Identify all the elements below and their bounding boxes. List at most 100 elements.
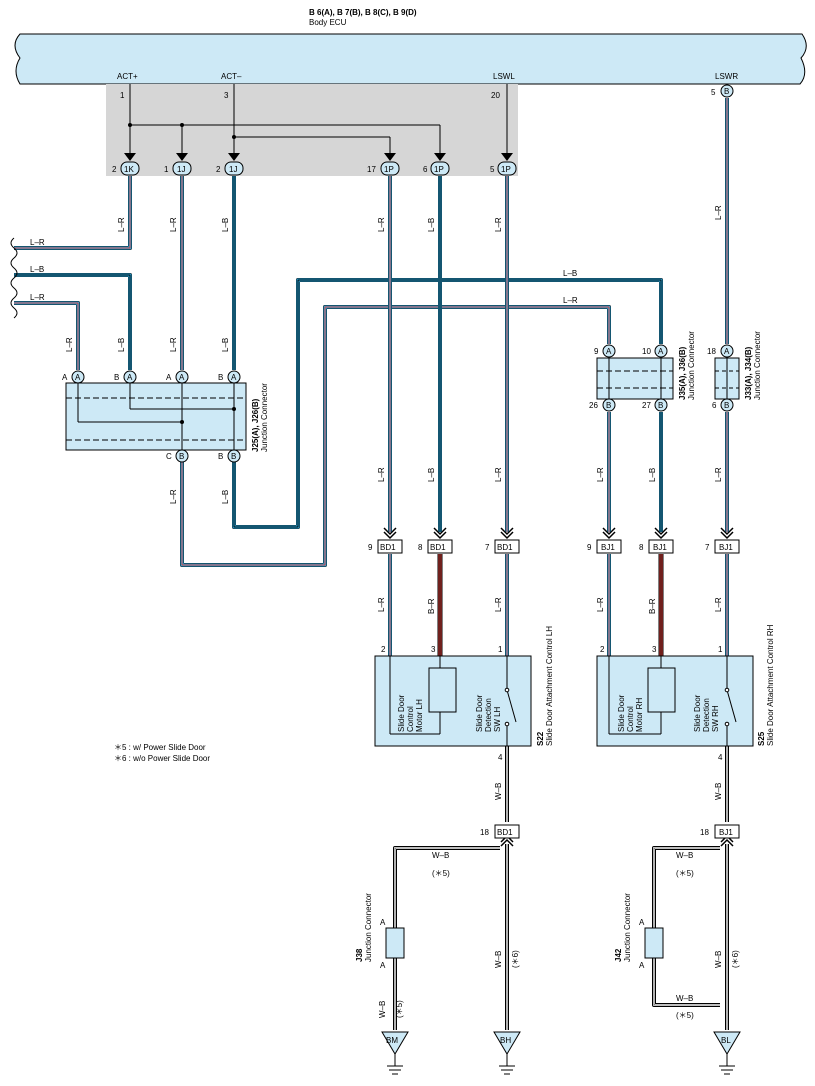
j25-pin-letter: B xyxy=(179,452,184,461)
j25-title: J25(A), J26(B) xyxy=(251,398,260,452)
variant-label: (＊6) xyxy=(731,950,740,968)
bj1-pin: 8 xyxy=(639,543,644,552)
bd1-label: BD1 xyxy=(497,828,513,837)
j38-pin: A xyxy=(380,961,386,970)
s22-pin: 2 xyxy=(381,645,386,654)
wire-label: L–R xyxy=(494,597,503,612)
j25-pin-letter: A xyxy=(75,373,81,382)
s22-pin: 3 xyxy=(431,645,436,654)
s22-pin: 4 xyxy=(498,753,503,762)
wire-label: L–B xyxy=(221,338,230,352)
wire-label: L–R xyxy=(377,597,386,612)
s22-switch-label: SW LH xyxy=(493,706,502,732)
ecu-pin-20: 20 xyxy=(491,91,500,100)
s25-code: S25 xyxy=(757,731,766,746)
wire-label: W–B xyxy=(714,783,723,800)
pin-1-1j: 1 xyxy=(164,165,169,174)
wire-label: L–R xyxy=(30,238,45,247)
variant-label: (＊6) xyxy=(511,950,520,968)
ecu-pin-1: 1 xyxy=(120,91,125,100)
bd1-pin: 8 xyxy=(418,543,423,552)
j33-pin-label: 18 xyxy=(707,347,716,356)
ecu-arrowheads xyxy=(124,153,513,161)
wire-label: L–B xyxy=(221,490,230,504)
variant-label: (＊5) xyxy=(395,1000,404,1018)
s22-motor-label: Control xyxy=(406,706,415,732)
bd1-label: BD1 xyxy=(430,543,446,552)
bd1-bj1-boxes xyxy=(377,539,740,839)
pin-2-1j: 2 xyxy=(216,165,221,174)
j35-subtitle: Junction Connector xyxy=(687,331,696,400)
wire-label: L–B xyxy=(648,468,657,482)
s22-pin: 1 xyxy=(498,645,503,654)
s25-component xyxy=(596,655,754,747)
signal-act-minus: ACT– xyxy=(221,72,242,81)
wire-label: L–R xyxy=(169,337,178,352)
wire-label: W–B xyxy=(432,851,449,860)
s25-pin: 2 xyxy=(600,645,605,654)
bj1-label: BJ1 xyxy=(719,543,733,552)
lswr-pin-letter: B xyxy=(724,87,729,96)
variant-label: (＊5) xyxy=(432,869,450,878)
conn-1j-a: 1J xyxy=(177,165,185,174)
wire-label: L–R xyxy=(169,489,178,504)
bj1-label: BJ1 xyxy=(719,828,733,837)
pin-5-1p: 5 xyxy=(490,165,495,174)
wire-label: W–B xyxy=(676,994,693,1003)
wire-label: L–B xyxy=(563,269,577,278)
conn-1p-c: 1P xyxy=(501,165,511,174)
j42-pin: A xyxy=(639,961,645,970)
j38-pin: A xyxy=(380,918,386,927)
wire-label: L–B xyxy=(30,265,44,274)
j35-title: J35(A), J36(B) xyxy=(678,346,687,400)
wire-label: L–B xyxy=(117,338,126,352)
wire-label: L–R xyxy=(714,597,723,612)
j25-pin-letter: B xyxy=(231,452,236,461)
j42-name: Junction Connector xyxy=(623,893,632,962)
s25-switch-label: SW RH xyxy=(711,705,720,732)
s22-motor-label: Slide Door xyxy=(397,694,406,732)
wire-label: L–R xyxy=(30,293,45,302)
wire-label: L–R xyxy=(714,205,723,220)
note-w-power-slide-door: ＊5 : w/ Power Slide Door xyxy=(114,743,206,752)
wire-label: B–R xyxy=(648,598,657,614)
wire-label: W–B xyxy=(714,951,723,968)
ecu-junction-block xyxy=(106,84,518,176)
pin-2-1k: 2 xyxy=(112,165,117,174)
ground-bl: BL xyxy=(721,1036,731,1045)
ground-bh: BH xyxy=(500,1036,511,1045)
bj1-pin: 9 xyxy=(587,543,592,552)
j35-pin-letter: A xyxy=(606,347,612,356)
j25-pin-label: A xyxy=(166,373,172,382)
j25-pin-label: B xyxy=(218,373,223,382)
j25-pin-label: B xyxy=(114,373,119,382)
wire-label: L–B xyxy=(427,218,436,232)
wire-label: L–R xyxy=(494,467,503,482)
wire-label: W–B xyxy=(494,951,503,968)
wire-label: L–R xyxy=(377,467,386,482)
j25-pin-letter: A xyxy=(127,373,133,382)
signal-lswr: LSWR xyxy=(715,72,738,81)
wire-label: L–R xyxy=(494,217,503,232)
lswr-pin-circle xyxy=(720,84,734,98)
j25-pin-letter: A xyxy=(179,373,185,382)
s25-motor-label: Slide Door xyxy=(617,694,626,732)
bj1-label: BJ1 xyxy=(653,543,667,552)
wire-label: L–B xyxy=(427,468,436,482)
s25-pin: 4 xyxy=(718,753,723,762)
wire-label: L–R xyxy=(65,337,74,352)
j33-subtitle: Junction Connector xyxy=(753,331,762,400)
j38-connector xyxy=(385,927,405,959)
wire-label: L–R xyxy=(596,597,605,612)
j33-title: J33(A), J34(B) xyxy=(744,346,753,400)
j35-pin-label: 26 xyxy=(589,401,598,410)
ecu-name: Body ECU xyxy=(309,18,347,27)
j25-junction-connector xyxy=(65,382,247,451)
s25-motor-label: Motor RH xyxy=(635,698,644,732)
j35-junction-connector xyxy=(596,344,674,412)
s25-switch-label: Slide Door xyxy=(693,694,702,732)
s22-code: S22 xyxy=(536,731,545,746)
conn-1k: 1K xyxy=(124,165,134,174)
j25-pin-label: B xyxy=(218,452,223,461)
